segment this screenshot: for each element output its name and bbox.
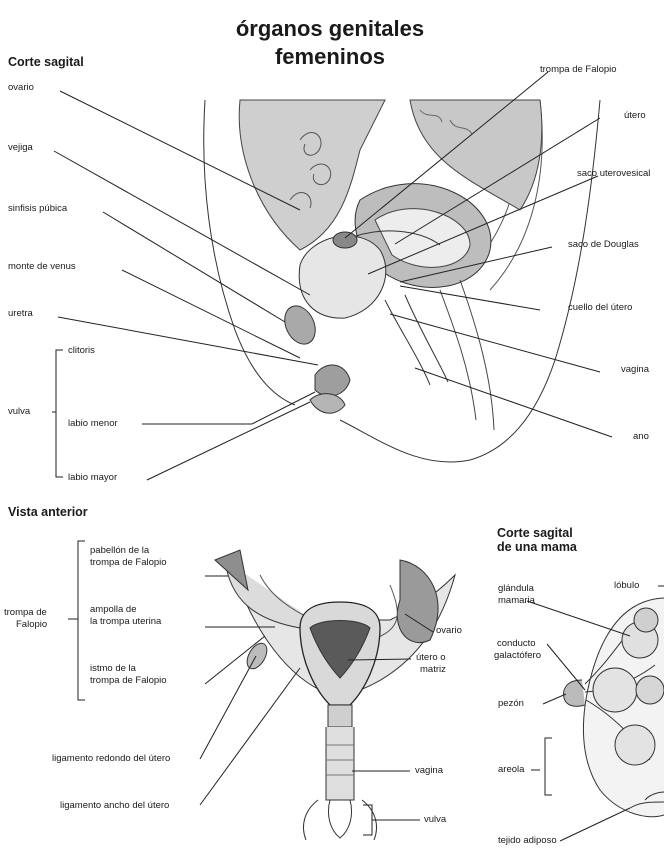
label-trompa-de-falopio: trompa de Falopio xyxy=(540,64,617,76)
label-conducto-1: conducto xyxy=(497,638,536,650)
label-utero: útero xyxy=(624,110,646,122)
label-pabellon-2: trompa de Falopio xyxy=(90,557,167,569)
label-saco-de-douglas: saco de Douglas xyxy=(568,239,639,251)
label-saco-uterovesical: saco uterovesical xyxy=(577,168,650,180)
label-ligamento-ancho: ligamento ancho del útero xyxy=(60,800,169,812)
label-vagina-sagittal: vagina xyxy=(621,364,649,376)
label-ovario: ovario xyxy=(8,82,34,94)
label-glandula-1: glándula xyxy=(498,583,534,595)
label-areola: areola xyxy=(498,764,524,776)
label-tejido-adiposo: tejido adiposo xyxy=(498,835,557,847)
label-utero-o: útero o xyxy=(416,652,446,664)
breast-heading-2: de una mama xyxy=(497,540,577,554)
label-conducto-2: galactófero xyxy=(494,650,541,662)
label-matriz: matriz xyxy=(420,664,446,676)
label-cuello-del-utero: cuello del útero xyxy=(568,302,632,314)
label-ano: ano xyxy=(633,431,649,443)
breast-heading-1: Corte sagital xyxy=(497,526,573,540)
label-trompa-group-2: Falopio xyxy=(16,619,47,631)
label-istmo-1: istmo de la xyxy=(90,663,136,675)
label-vulva-group: vulva xyxy=(8,406,30,418)
sagittal-section-heading: Corte sagital xyxy=(8,55,84,69)
label-istmo-2: trompa de Falopio xyxy=(90,675,167,687)
label-ligamento-redondo: ligamento redondo del útero xyxy=(52,753,170,765)
label-lobulo: lóbulo xyxy=(614,580,639,592)
label-vejiga: vejiga xyxy=(8,142,33,154)
label-pabellon-1: pabellón de la xyxy=(90,545,149,557)
label-vagina-anterior: vagina xyxy=(415,765,443,777)
label-ampolla-2: la trompa uterina xyxy=(90,616,161,628)
label-clitoris: clitoris xyxy=(68,345,95,357)
label-ovario-anterior: ovario xyxy=(436,625,462,637)
label-pezon: pezón xyxy=(498,698,524,710)
label-sinfisis-pubica: sinfisis púbica xyxy=(8,203,67,215)
title-line-1: órganos genitales xyxy=(190,16,470,42)
anterior-view-heading: Vista anterior xyxy=(8,505,88,519)
label-labio-menor: labio menor xyxy=(68,418,118,430)
label-vulva-anterior: vulva xyxy=(424,814,446,826)
label-monte-de-venus: monte de venus xyxy=(8,261,76,273)
label-glandula-2: mamaria xyxy=(498,595,535,607)
label-uretra: uretra xyxy=(8,308,33,320)
label-labio-mayor: labio mayor xyxy=(68,472,117,484)
anterior-view-drawing xyxy=(215,550,455,840)
label-trompa-group-1: trompa de xyxy=(4,607,47,619)
title-line-2: femeninos xyxy=(190,44,470,70)
label-ampolla-1: ampolla de xyxy=(90,604,136,616)
